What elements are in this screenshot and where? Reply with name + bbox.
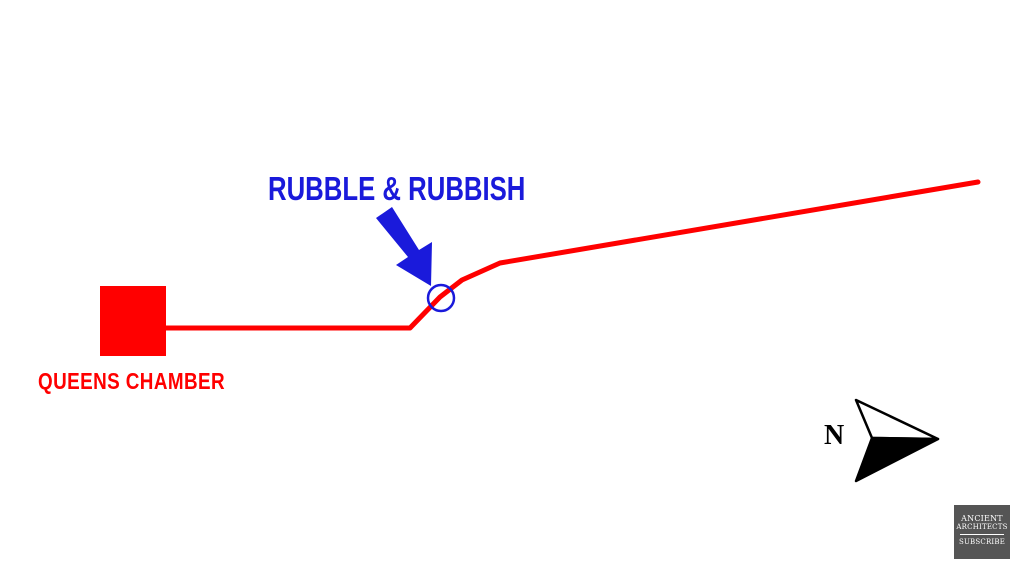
badge-brand-line2: ARCHITECTS — [956, 523, 1008, 531]
compass-north-label: N — [824, 420, 845, 451]
subscribe-badge[interactable]: ANCIENT ARCHITECTS SUBSCRIBE — [954, 505, 1010, 559]
subscribe-label: SUBSCRIBE — [958, 538, 1006, 546]
rubble-callout-label: RUBBLE & RUBBISH — [268, 170, 526, 207]
badge-brand-line1: ANCIENT — [961, 514, 1003, 523]
badge-divider — [960, 534, 1004, 535]
queens-chamber-block — [100, 286, 166, 356]
queens-chamber-label: QUEENS CHAMBER — [38, 368, 226, 394]
rubble-location-marker — [426, 283, 456, 313]
callout-arrow-icon — [376, 207, 432, 286]
compass-arrow-icon — [854, 398, 940, 483]
